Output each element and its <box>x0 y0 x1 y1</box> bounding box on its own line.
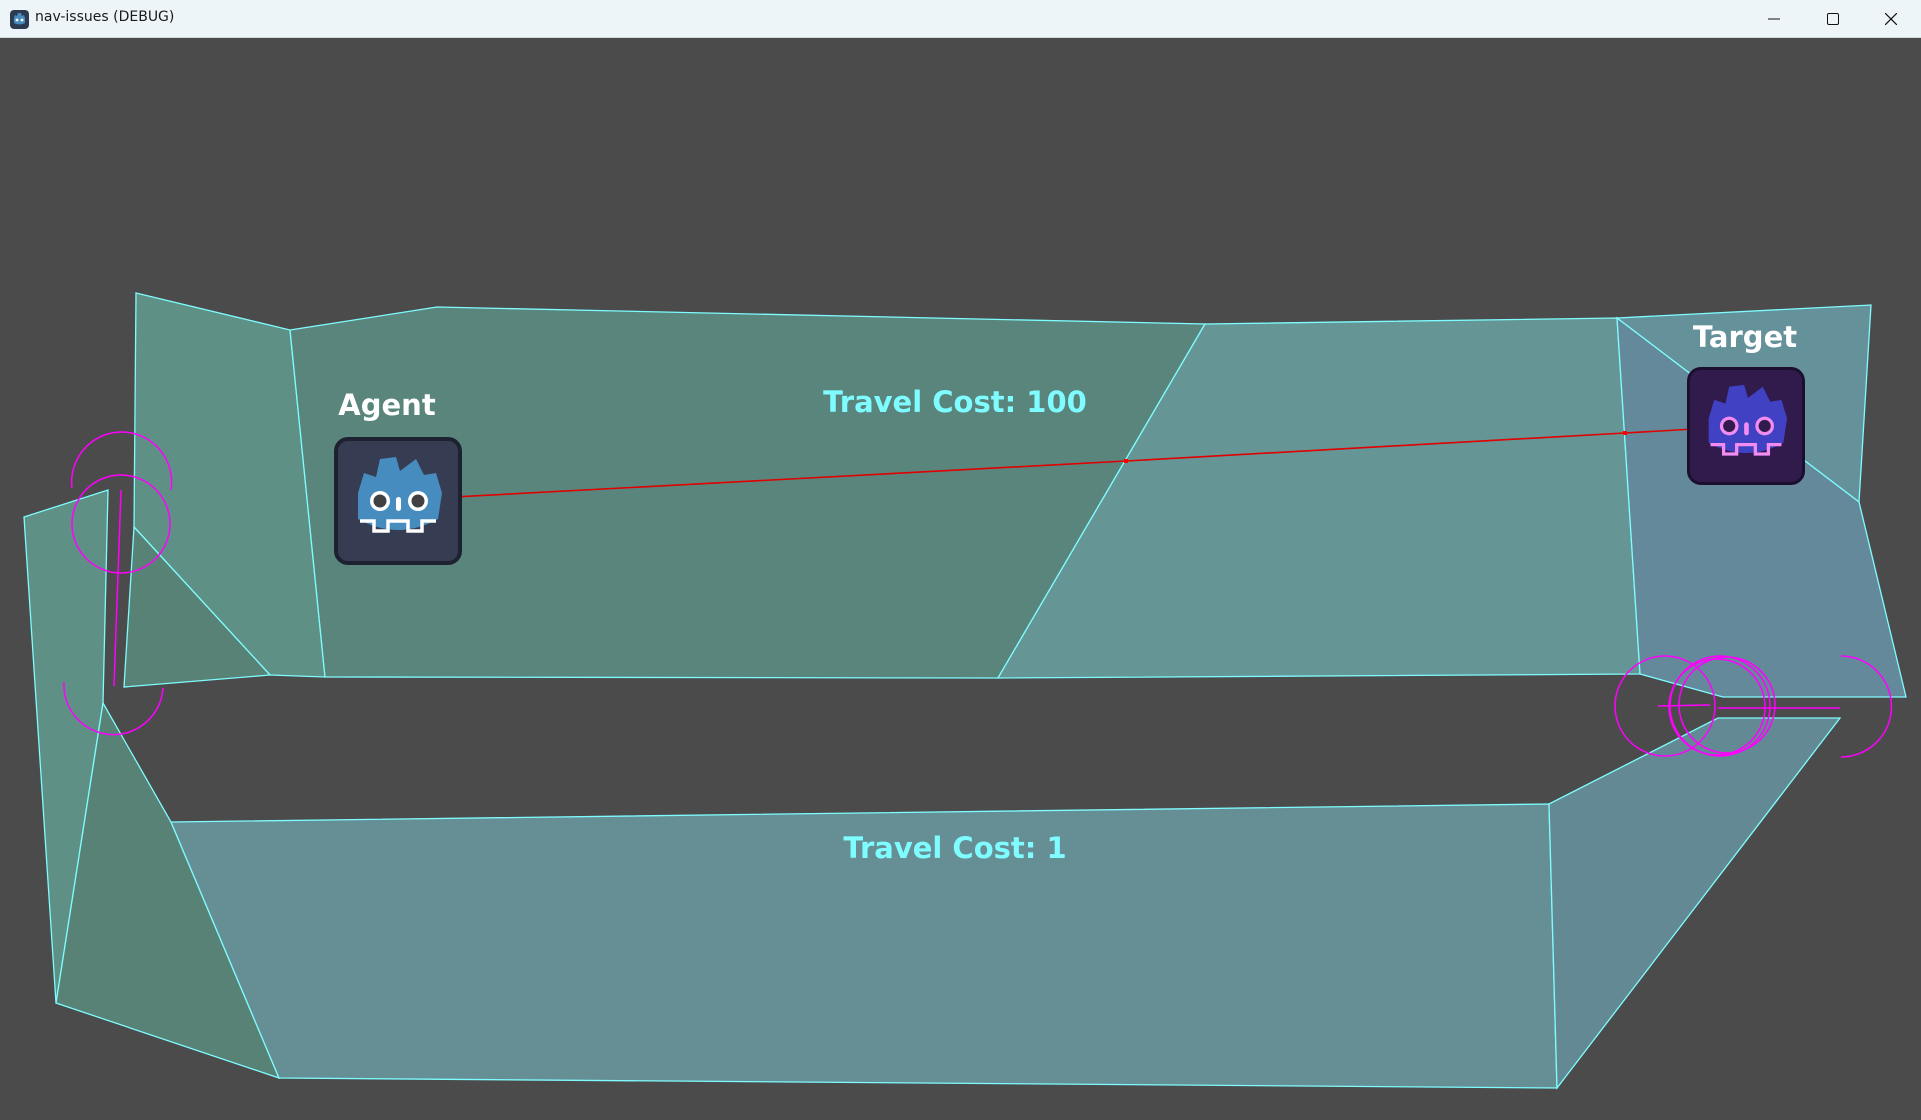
agent-label: Agent <box>338 388 436 422</box>
navmesh-polygon <box>133 292 326 678</box>
target-sprite[interactable] <box>1687 367 1805 485</box>
navigation-mesh <box>23 292 1907 1090</box>
window-title: nav-issues (DEBUG) <box>35 9 175 25</box>
minimize-icon <box>1768 18 1780 20</box>
navmesh-polygon <box>123 525 272 688</box>
target-label: Target <box>1692 320 1798 354</box>
minimize-button[interactable] <box>1745 0 1803 38</box>
close-icon <box>1885 13 1897 25</box>
godot-icon <box>10 10 29 29</box>
agent-sprite[interactable] <box>334 437 462 565</box>
game-viewport[interactable]: Travel Cost: 100 Travel Cost: 1 Agent Ta… <box>0 38 1921 1120</box>
travel-cost-label: Travel Cost: 1 <box>843 831 1067 865</box>
maximize-icon <box>1827 13 1839 25</box>
godot-icon <box>358 457 442 533</box>
travel-cost-label: Travel Cost: 100 <box>823 385 1087 419</box>
title-bar[interactable]: nav-issues (DEBUG) <box>0 0 1921 38</box>
close-button[interactable] <box>1862 0 1920 38</box>
avoidance-debug <box>63 431 1893 758</box>
godot-icon <box>1708 384 1788 456</box>
navmesh-polygon <box>1548 717 1842 1090</box>
maximize-button[interactable] <box>1804 0 1862 38</box>
